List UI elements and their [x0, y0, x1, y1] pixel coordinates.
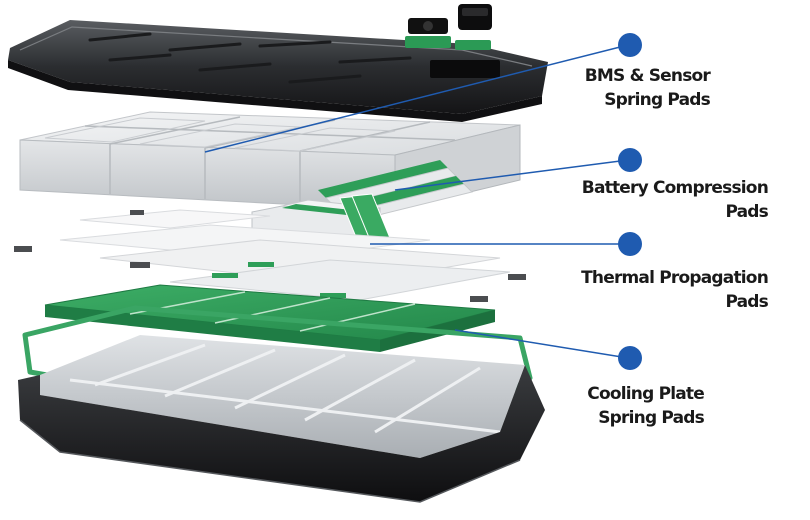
callout-line: Thermal Propagation	[581, 268, 769, 288]
leader-line-compression	[394, 159, 629, 191]
leader-lines	[204, 44, 629, 359]
callout-dot-cooling	[618, 346, 642, 370]
callout-label-compression: Battery Compression Pads	[581, 176, 769, 224]
callout-line: Cooling Plate	[587, 384, 705, 404]
callout-line: Pads	[725, 292, 768, 312]
thermal-propagation-sheets	[14, 209, 526, 304]
callout-line: Spring Pads	[604, 90, 711, 110]
top-cover	[8, 4, 548, 122]
leader-line-cooling	[454, 329, 629, 359]
callout-line: Spring Pads	[598, 408, 705, 428]
callout-dot-compression	[618, 148, 642, 172]
bottom-tray	[18, 335, 545, 503]
callout-line: Battery Compression	[581, 178, 769, 198]
callout-dot-thermal	[618, 232, 642, 256]
callout-label-thermal: Thermal Propagation Pads	[581, 266, 769, 314]
callout-line: Pads	[725, 202, 768, 222]
battery-module	[19, 111, 521, 251]
callout-dot-bms	[618, 33, 642, 57]
callout-label-bms: BMS & Sensor Spring Pads	[584, 64, 711, 112]
callout-line: BMS & Sensor	[584, 66, 711, 86]
callout-label-cooling: Cooling Plate Spring Pads	[587, 382, 705, 430]
leader-line-bms	[204, 44, 629, 153]
